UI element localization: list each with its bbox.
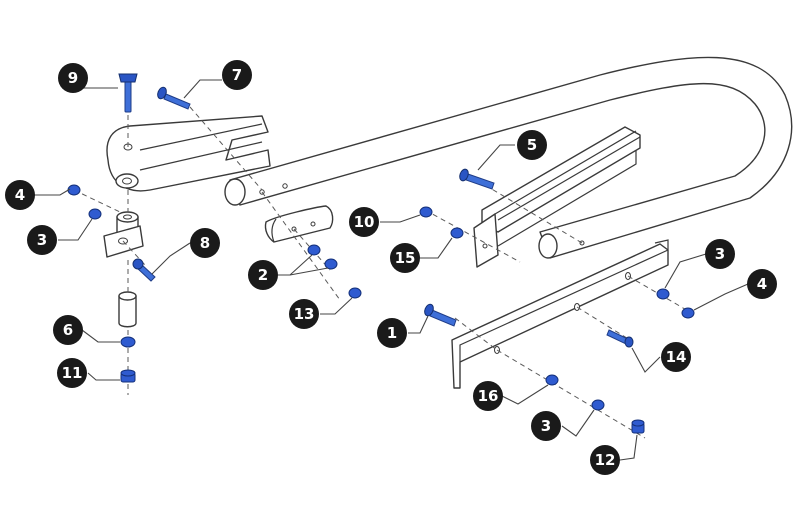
callout-4-right: 4 [747,269,777,299]
nut-12 [631,419,645,434]
svg-text:4: 4 [15,186,25,204]
callout-9: 9 [58,63,88,93]
washer-16 [545,374,559,386]
callout-3-lower: 3 [531,411,561,441]
svg-text:3: 3 [37,231,47,249]
u-tube [224,56,793,259]
bolt-9 [118,73,138,113]
svg-text:15: 15 [395,249,416,267]
svg-text:16: 16 [478,387,499,405]
nut-13 [348,287,362,299]
washer-3-right [656,288,670,300]
bolt-7 [157,86,191,110]
callout-3-right: 3 [705,239,735,269]
saddle-clamp [264,205,334,243]
svg-text:9: 9 [68,69,78,87]
washer-15 [450,227,464,239]
washer-6 [120,336,136,348]
assembly-guides [73,106,691,439]
nut-2b [324,258,338,270]
vertical-sleeve [118,291,137,328]
nut-4-left [67,184,81,196]
svg-text:6: 6 [63,321,73,339]
svg-text:1: 1 [387,324,397,342]
callout-10: 10 [349,207,379,237]
callout-3-left: 3 [27,225,57,255]
svg-text:7: 7 [232,66,242,84]
nut-10 [419,206,433,218]
nut-2a [307,244,321,256]
bolt-8 [132,258,156,282]
callout-14: 14 [661,342,691,372]
washer-3-lower [591,399,605,411]
callout-4-left: 4 [5,180,35,210]
svg-text:3: 3 [715,245,725,263]
callout-7: 7 [222,60,252,90]
svg-text:3: 3 [541,417,551,435]
nut-11 [120,369,136,383]
bolt-1 [424,303,457,327]
callout-11: 11 [57,358,87,388]
svg-text:5: 5 [527,136,537,154]
washer-3-left [88,208,102,220]
svg-text:4: 4 [757,275,767,293]
svg-text:11: 11 [62,364,83,382]
callout-15: 15 [390,243,420,273]
callout-8: 8 [190,228,220,258]
callout-16: 16 [473,381,503,411]
callout-5: 5 [517,130,547,160]
callout-2: 2 [248,260,278,290]
callout-1: 1 [377,318,407,348]
callout-12: 12 [590,445,620,475]
svg-text:2: 2 [258,266,268,284]
svg-text:13: 13 [294,305,315,323]
bolt-5 [459,168,495,190]
hinge-bracket [106,115,271,192]
callout-6: 6 [53,315,83,345]
svg-text:12: 12 [595,451,616,469]
channel-rail [473,126,641,268]
svg-text:14: 14 [666,348,687,366]
nut-4-right [681,307,695,319]
svg-text:8: 8 [200,234,210,252]
leader-lines [34,79,749,461]
bolt-14 [606,329,634,348]
svg-text:10: 10 [354,213,375,231]
callout-13: 13 [289,299,319,329]
